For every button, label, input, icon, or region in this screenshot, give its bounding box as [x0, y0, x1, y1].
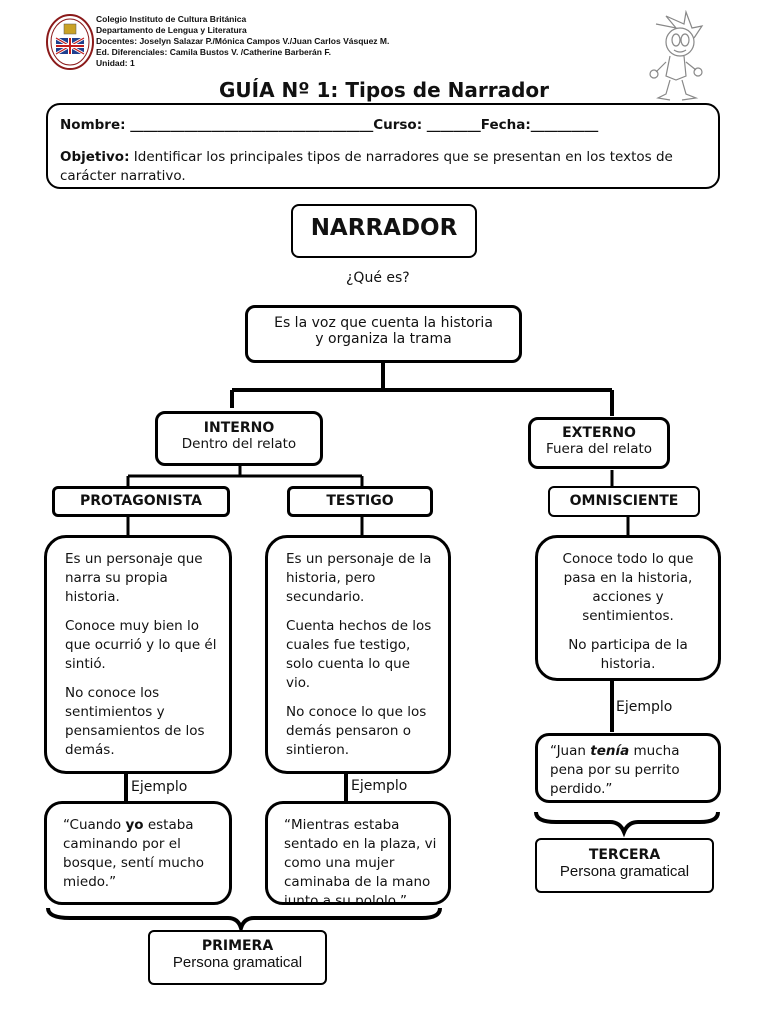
interno-subtitle: Dentro del relato: [181, 436, 297, 452]
unit: Unidad: 1: [96, 58, 135, 68]
protagonista-desc-1: Es un personaje que narra su propia hist…: [65, 551, 203, 605]
teachers: Docentes: Joselyn Salazar P./Mónica Camp…: [96, 36, 390, 46]
omnisciente-desc-2: No participa de la historia.: [568, 637, 688, 672]
narrador-title: NARRADOR: [310, 215, 458, 241]
omnisciente-label: OMNISCIENTE: [569, 493, 679, 509]
omnisciente-desc-1: Conoce todo lo que pasa en la historia, …: [562, 551, 694, 624]
department: Departamento de Lengua y Literatura: [96, 25, 247, 35]
ejemplo-label-testigo: Ejemplo: [351, 778, 408, 794]
externo-title: EXTERNO: [562, 425, 636, 441]
definition-line-1: Es la voz que cuenta la historia: [274, 315, 493, 331]
omnisciente-example-text: “Juan tenía mucha pena por su perrito pe…: [550, 743, 680, 797]
omnisciente-box: OMNISCIENTE: [548, 486, 700, 517]
student-info-box: Nombre: ________________________________…: [46, 103, 720, 189]
emphasis-yo: yo: [125, 817, 144, 833]
testigo-example-text: “Mientras estaba sentado en la plaza, vi…: [284, 817, 437, 905]
question-label: ¿Qué es?: [346, 270, 410, 286]
primera-label: PRIMERA: [201, 938, 274, 954]
testigo-example: “Mientras estaba sentado en la plaza, vi…: [265, 801, 451, 905]
school-name: Colegio Instituto de Cultura Británica: [96, 14, 247, 24]
interno-title: INTERNO: [203, 420, 275, 436]
omnisciente-example: “Juan tenía mucha pena por su perrito pe…: [535, 733, 721, 803]
primera-persona-box: PRIMERA Persona gramatical: [148, 930, 327, 985]
testigo-label: TESTIGO: [326, 493, 394, 509]
page-title: GUÍA Nº 1: Tipos de Narrador: [218, 78, 550, 102]
student-fields-line: Nombre: ________________________________…: [60, 117, 599, 133]
mascot-illustration: [636, 9, 710, 102]
testigo-desc-3: No conoce lo que los demás pensaron o si…: [286, 704, 427, 758]
interno-box: INTERNO Dentro del relato: [155, 411, 323, 466]
objective-text: Identificar los principales tipos de nar…: [60, 149, 673, 184]
externo-box: EXTERNO Fuera del relato: [528, 417, 670, 469]
tercera-label: TERCERA: [588, 847, 661, 863]
tercera-persona-box: TERCERA Persona gramatical: [535, 838, 714, 893]
narrador-root-box: NARRADOR: [291, 204, 477, 258]
school-header: Colegio Instituto de Cultura Británica D…: [96, 14, 389, 69]
protagonista-desc-2: Conoce muy bien lo que ocurrió y lo que …: [65, 618, 217, 672]
protagonista-label: PROTAGONISTA: [80, 493, 202, 509]
objective-label: Objetivo:: [60, 149, 130, 165]
definition-line-2: y organiza la trama: [315, 331, 452, 347]
primera-subtitle: Persona gramatical: [172, 954, 303, 971]
special-educators: Ed. Diferenciales: Camila Bustos V. /Cat…: [96, 47, 331, 57]
ejemplo-label-protagonista: Ejemplo: [131, 779, 188, 795]
omnisciente-description: Conoce todo lo que pasa en la historia, …: [535, 535, 721, 681]
protagonista-description: Es un personaje que narra su propia hist…: [44, 535, 232, 774]
protagonista-example: “Cuando yo estaba caminando por el bosqu…: [44, 801, 232, 905]
testigo-description: Es un personaje de la historia, pero sec…: [265, 535, 451, 774]
tercera-subtitle: Persona gramatical: [559, 863, 690, 880]
protagonista-desc-3: No conoce los sentimientos y pensamiento…: [65, 685, 205, 758]
testigo-desc-2: Cuenta hechos de los cuales fue testigo,…: [286, 618, 432, 691]
school-logo: [46, 14, 94, 70]
objective: Objetivo: Identificar los principales ti…: [60, 148, 704, 186]
ejemplo-label-omnisciente: Ejemplo: [616, 699, 673, 715]
testigo-desc-1: Es un personaje de la historia, pero sec…: [286, 551, 432, 605]
definition-box: Es la voz que cuenta la historia y organ…: [245, 305, 522, 363]
externo-subtitle: Fuera del relato: [545, 441, 653, 457]
protagonista-box: PROTAGONISTA: [52, 486, 230, 517]
protagonista-example-text: “Cuando yo estaba caminando por el bosqu…: [63, 817, 205, 890]
emphasis-tenia: tenía: [590, 743, 630, 759]
testigo-box: TESTIGO: [287, 486, 433, 517]
